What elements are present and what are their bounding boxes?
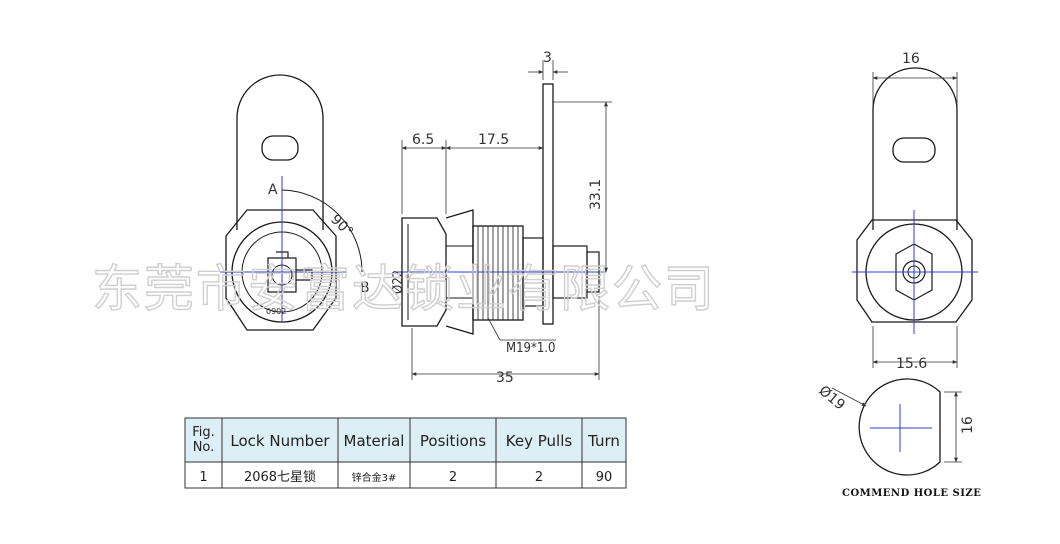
keyway	[267, 251, 313, 293]
table-header-cell: No.	[193, 440, 215, 455]
cam-plate-side	[542, 83, 554, 325]
angle-label: 90°	[327, 212, 356, 241]
table-header-cell: Key Pulls	[506, 432, 573, 450]
hole-dim-flat: 16	[960, 416, 976, 434]
hole-dim-diameter: Ø19	[815, 383, 847, 414]
cam-plate-back	[872, 67, 958, 230]
dim-width-bottom: 15.6	[896, 356, 927, 372]
spec-table: Fig.No. Lock Number Material Positions Key P…	[184, 417, 627, 489]
table-cell: 锌合金3#	[352, 471, 397, 484]
table-header-cell: Fig.	[192, 425, 215, 440]
label-b: B	[360, 280, 370, 296]
dim-left: 6.5	[412, 132, 434, 148]
table-header-cell: Material	[344, 432, 405, 450]
hole-outline	[858, 378, 941, 476]
thread-lines	[477, 226, 519, 320]
label-a: A	[268, 182, 278, 198]
key-code: 0902	[266, 307, 286, 316]
back-view: 16 15.6	[852, 51, 978, 372]
dim-length: 35	[496, 370, 514, 386]
side-view: 3 6.5 17.5 33.1 Ø22 M19*1.0 35	[391, 50, 612, 386]
table-cell: 90	[596, 470, 613, 485]
dim-top: 3	[543, 50, 552, 66]
watermark: 东莞市安富达锁业有限公司	[92, 260, 716, 318]
hole-view: Ø19 16 COMMEND HOLE SIZE	[815, 378, 981, 499]
table-header-cell: Positions	[420, 432, 486, 450]
cam-slot-back	[892, 137, 936, 163]
dim-diameter: Ø22	[391, 270, 406, 294]
table-header-cell: Turn	[587, 432, 620, 450]
cam-plate	[236, 74, 324, 230]
hole-caption: COMMEND HOLE SIZE	[842, 488, 981, 499]
hex-nut	[225, 209, 337, 331]
table-header-cell: Lock Number	[230, 432, 330, 450]
hex-nut-back	[856, 219, 973, 323]
cam-slot	[261, 135, 299, 161]
table-cell: 1	[199, 470, 207, 485]
dim-mid: 17.5	[478, 132, 509, 148]
face-cap	[401, 217, 447, 327]
dim-thread: M19*1.0	[506, 341, 555, 356]
dim-width-top: 16	[902, 51, 920, 67]
dim-height: 33.1	[588, 179, 604, 210]
rotation-arc	[281, 189, 363, 273]
table-cell: 2068七星锁	[244, 469, 316, 485]
table-cell: 2	[449, 470, 457, 485]
table-cell: 2	[535, 470, 543, 485]
